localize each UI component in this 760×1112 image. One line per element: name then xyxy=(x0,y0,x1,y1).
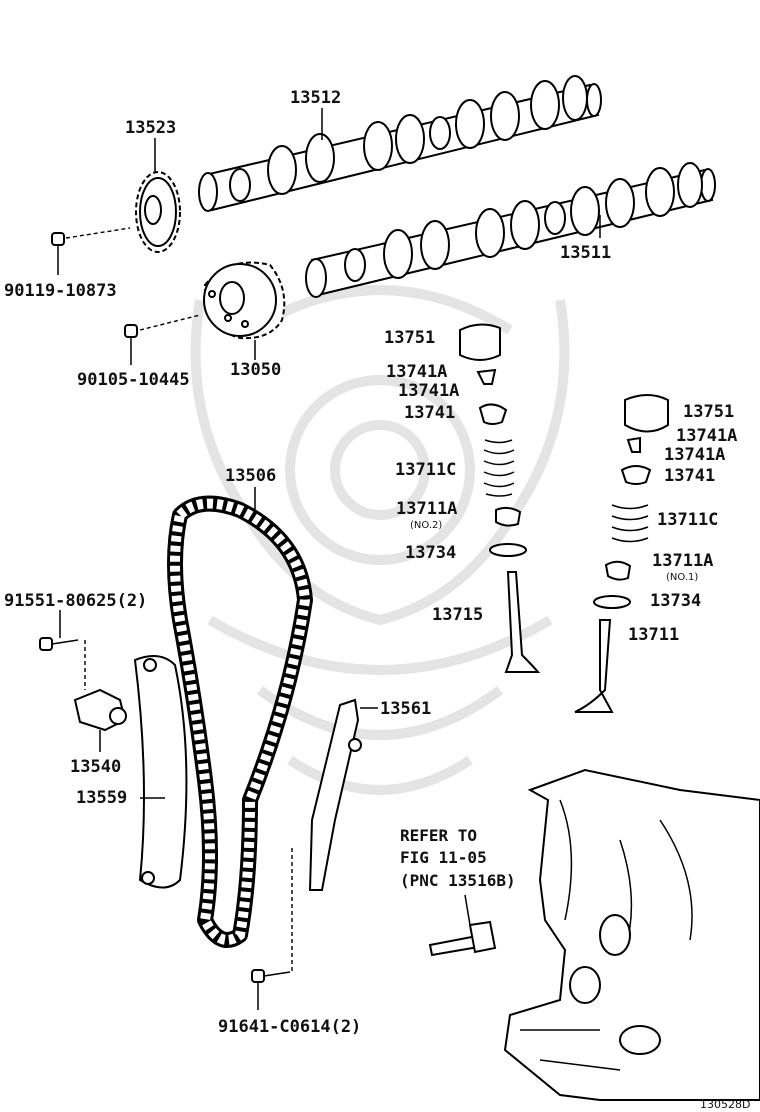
label-spring-right: 13711C xyxy=(657,510,718,530)
camshaft-13512 xyxy=(198,75,602,212)
valve-assembly-left xyxy=(459,323,541,673)
bolt-91551-80625 xyxy=(39,610,86,690)
label-camshaft-13512: 13512 xyxy=(290,88,341,108)
label-washer-left: 13734 xyxy=(405,543,456,563)
label-key-right-1: 13741A xyxy=(676,426,737,446)
label-lifter-left: 13751 xyxy=(384,328,435,348)
slipper-guide-13559 xyxy=(133,655,188,889)
label-seat-left: 13711A xyxy=(396,499,457,519)
label-bolt-90119: 90119-10873 xyxy=(4,281,117,301)
timing-chain-13506 xyxy=(167,495,313,948)
label-chain-13506: 13506 xyxy=(225,466,276,486)
damper-guide-13561 xyxy=(291,698,378,972)
refer-pin-13516b xyxy=(428,894,497,957)
label-spring-left: 13711C xyxy=(395,460,456,480)
sprocket-13523 xyxy=(135,171,181,253)
label-bolt-90105: 90105-10445 xyxy=(77,370,190,390)
engine-block xyxy=(503,768,760,1101)
label-valve-left: 13715 xyxy=(432,605,483,625)
refer-note-line1: REFER TO xyxy=(400,826,477,845)
label-tensioner-13540: 13540 xyxy=(70,757,121,777)
label-washer-right: 13734 xyxy=(650,591,701,611)
label-group: 13512 13523 90119-10873 13511 13050 9010… xyxy=(4,88,750,1111)
bolt-90119-10873 xyxy=(51,227,131,275)
figure-code: 130528D xyxy=(700,1098,750,1111)
label-seat-right-sub: (NO.1) xyxy=(666,572,698,583)
refer-note-line2: FIG 11-05 xyxy=(400,848,487,867)
label-lifter-right: 13751 xyxy=(683,402,734,422)
label-retainer-right: 13741 xyxy=(664,466,715,486)
label-key-right-2: 13741A xyxy=(664,445,725,465)
camshaft-13511 xyxy=(305,162,716,298)
bolt-91641-c0614 xyxy=(251,969,291,1010)
label-sprocket-13523: 13523 xyxy=(125,118,176,138)
bolt-90105-10445 xyxy=(124,314,201,365)
label-seat-left-sub: (NO.2) xyxy=(410,520,442,531)
label-guide-13561: 13561 xyxy=(380,699,431,719)
label-key-left-1: 13741A xyxy=(386,362,447,382)
label-guide-13559: 13559 xyxy=(76,788,127,808)
label-bolt-91641: 91641-C0614(2) xyxy=(218,1017,361,1037)
label-retainer-left: 13741 xyxy=(404,403,455,423)
label-valve-right: 13711 xyxy=(628,625,679,645)
tensioner-13540 xyxy=(73,688,127,752)
label-seat-right: 13711A xyxy=(652,551,713,571)
label-camshaft-13511: 13511 xyxy=(560,243,611,263)
valve-assembly-right xyxy=(574,394,669,713)
label-vvt-13050: 13050 xyxy=(230,360,281,380)
label-key-left-2: 13741A xyxy=(398,381,459,401)
refer-note-line3: (PNC 13516B) xyxy=(400,871,516,890)
label-bolt-91551: 91551-80625(2) xyxy=(4,591,147,611)
vvt-gear-13050 xyxy=(203,261,286,360)
